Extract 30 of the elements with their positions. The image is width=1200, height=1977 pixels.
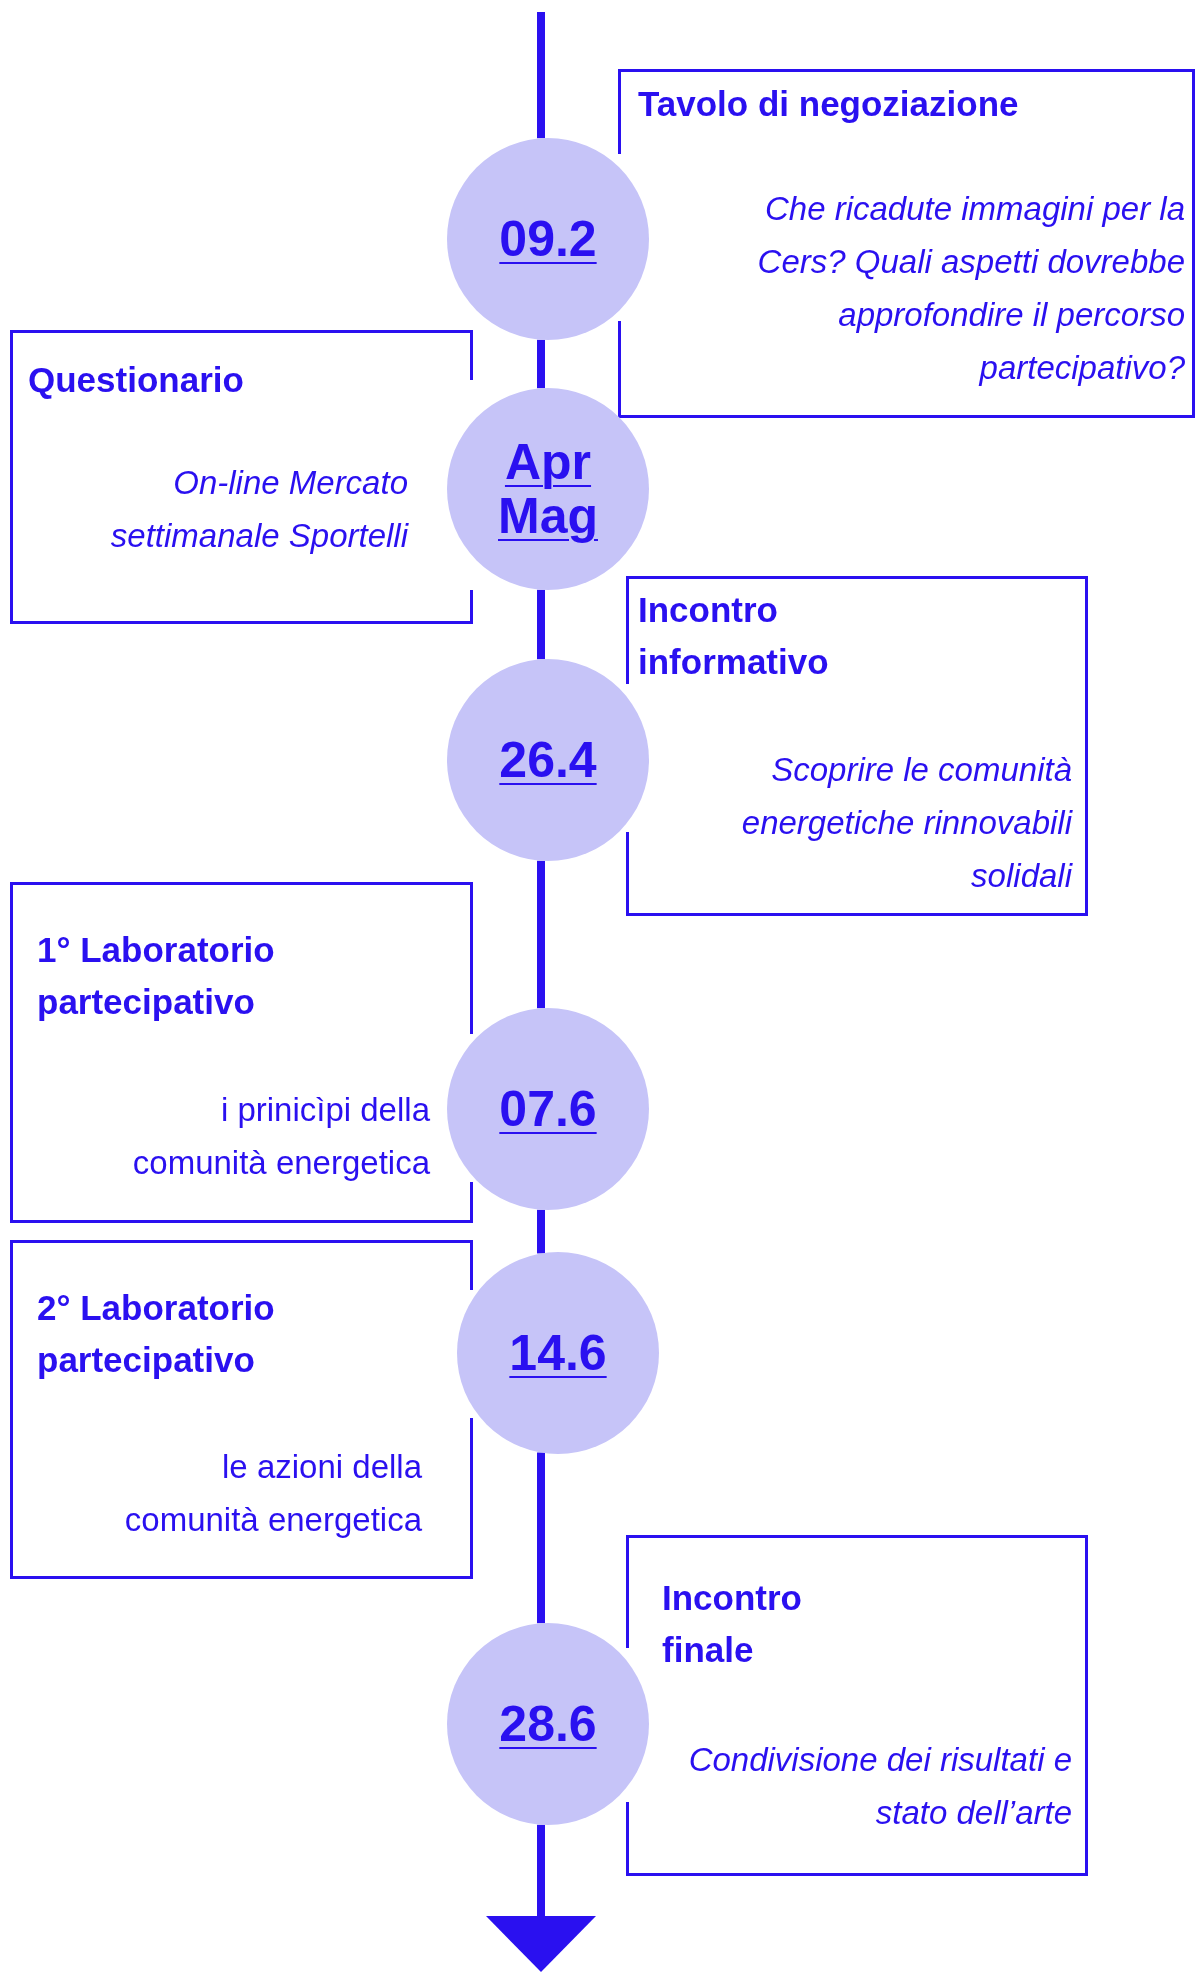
- event-description: le azioni della comunità energetica: [123, 1447, 422, 1540]
- event-box: [618, 69, 1195, 418]
- date-label: 14.6: [509, 1326, 607, 1380]
- event-description: Condivisione dei risultati e stato dell’arte: [687, 1740, 1072, 1833]
- timeline-line: [537, 1452, 545, 1624]
- event-title: Questionario: [28, 359, 245, 401]
- event-title: 2° Laboratorio partecipativo: [37, 1287, 276, 1381]
- event-description: On-line Mercato settimanale Sportelli: [109, 463, 408, 556]
- date-label: 07.6: [499, 1082, 597, 1136]
- date-label: 28.6: [499, 1697, 597, 1751]
- event-description: i prinicìpi della comunità energetica: [131, 1090, 430, 1183]
- event-box: [10, 1240, 473, 1579]
- event-title: Incontro informativo: [638, 589, 830, 683]
- event-title: 1° Laboratorio partecipativo: [37, 929, 276, 1023]
- event-title: Incontro finale: [662, 1577, 803, 1671]
- event-description: Che ricadute immagini per la Cers? Quali aspetti dovrebbe approfondire il percorso partecipativo?: [756, 189, 1185, 388]
- date-label: Apr Mag: [497, 435, 599, 543]
- event-box: [10, 882, 473, 1223]
- date-label: 09.2: [499, 212, 597, 266]
- timeline-line: [537, 860, 545, 1009]
- timeline-line: [537, 1209, 545, 1254]
- event-description: Scoprire le comunità energetiche rinnovabili solidali: [740, 750, 1072, 896]
- event-box: [10, 330, 473, 624]
- date-label: 26.4: [499, 733, 597, 787]
- event-title: Tavolo di negoziazione: [638, 83, 1020, 125]
- event-box: [626, 576, 1088, 916]
- timeline-arrow: [486, 1824, 596, 1972]
- event-box: [626, 1535, 1088, 1876]
- timeline-line: [537, 589, 545, 660]
- timeline-line: [537, 339, 545, 389]
